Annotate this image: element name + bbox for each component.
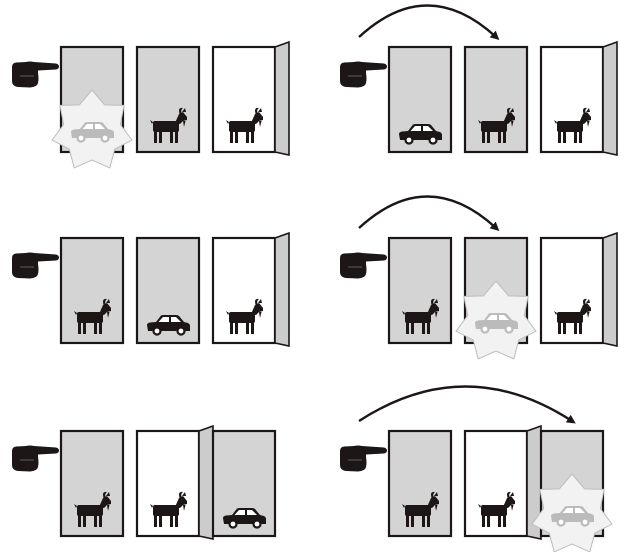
open-door-frame — [539, 45, 605, 154]
goat-icon — [74, 298, 111, 334]
pointing-hand-icon — [12, 61, 59, 88]
open-door-panel — [602, 40, 618, 156]
car-icon — [71, 122, 114, 143]
open-door-panel — [274, 231, 290, 347]
open-door-frame — [211, 45, 277, 154]
open-door-frame — [463, 429, 529, 538]
goat-icon — [402, 298, 439, 334]
car-icon — [475, 313, 518, 334]
goat-icon — [150, 107, 187, 143]
pointing-hand-icon — [340, 252, 387, 279]
closed-door — [387, 236, 453, 345]
open-door-frame — [135, 429, 201, 538]
switch-arrow — [358, 385, 576, 424]
car-icon — [223, 508, 266, 529]
open-door-frame — [539, 236, 605, 345]
closed-door — [463, 45, 529, 154]
car-icon — [399, 124, 442, 145]
goat-icon — [478, 107, 515, 143]
goat-icon — [150, 491, 187, 527]
pointing-hand-icon — [340, 445, 387, 472]
closed-door — [59, 236, 125, 345]
pointing-hand-icon — [12, 252, 59, 279]
switch-arrow — [358, 4, 500, 41]
car-icon — [551, 506, 594, 527]
goat-icon — [554, 298, 591, 334]
open-door-frame — [211, 236, 277, 345]
goat-icon — [226, 107, 263, 143]
pointing-hand-icon — [12, 445, 59, 472]
open-door-panel — [274, 40, 290, 156]
open-door-panel — [602, 231, 618, 347]
pointing-hand-icon — [340, 61, 387, 88]
open-door-panel — [198, 424, 214, 540]
open-door-panel — [526, 424, 542, 540]
goat-icon — [226, 298, 263, 334]
car-icon — [147, 315, 190, 336]
switch-arrow — [358, 195, 500, 232]
closed-door — [387, 429, 453, 538]
goat-icon — [478, 491, 515, 527]
goat-icon — [554, 107, 591, 143]
closed-door — [59, 429, 125, 538]
closed-door — [135, 45, 201, 154]
goat-icon — [402, 491, 439, 527]
goat-icon — [74, 491, 111, 527]
